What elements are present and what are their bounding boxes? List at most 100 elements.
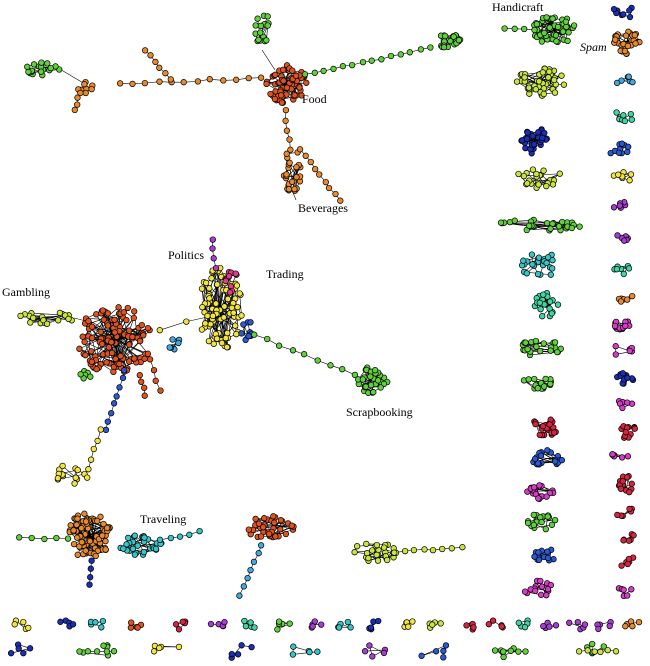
graph-node xyxy=(89,86,95,92)
graph-node xyxy=(268,91,274,97)
graph-node xyxy=(537,300,543,306)
graph-node xyxy=(524,181,530,187)
graph-node xyxy=(405,624,411,630)
graph-node xyxy=(310,624,316,630)
graph-node xyxy=(548,272,554,278)
graph-node xyxy=(625,561,631,567)
graph-node xyxy=(559,457,565,463)
graph-node xyxy=(258,75,264,81)
graph-node xyxy=(8,650,14,656)
graph-node xyxy=(542,30,548,36)
graph-node xyxy=(523,145,529,151)
graph-node xyxy=(83,352,89,358)
graph-node xyxy=(297,85,303,91)
graph-node xyxy=(553,33,559,39)
graph-node xyxy=(203,321,209,327)
graph-node xyxy=(410,619,416,625)
graph-node xyxy=(620,405,626,411)
graph-node xyxy=(235,652,241,658)
graph-node xyxy=(258,23,264,29)
graph-node xyxy=(151,649,157,655)
graph-node xyxy=(83,519,89,525)
graph-node xyxy=(12,622,18,628)
graph-node xyxy=(219,340,225,346)
graph-node xyxy=(57,310,63,316)
graph-node xyxy=(213,265,219,271)
graph-node xyxy=(555,349,561,355)
graph-node xyxy=(98,329,104,335)
graph-node xyxy=(626,74,632,80)
graph-node xyxy=(541,384,547,390)
graph-node xyxy=(537,483,543,489)
graph-node xyxy=(74,522,80,528)
graph-node xyxy=(148,53,154,59)
graph-node xyxy=(82,81,88,87)
graph-node xyxy=(225,330,231,336)
graph-node xyxy=(157,327,163,333)
graph-node xyxy=(621,271,627,277)
graph-node xyxy=(94,366,100,372)
graph-node xyxy=(625,375,631,381)
graph-node xyxy=(516,620,522,626)
graph-node xyxy=(621,113,627,119)
graph-node xyxy=(492,648,498,654)
graph-node xyxy=(234,331,240,337)
graph-node xyxy=(438,621,444,627)
graph-node xyxy=(176,644,182,650)
graph-node xyxy=(545,514,551,520)
graph-node xyxy=(533,421,539,427)
graph-node xyxy=(610,451,616,457)
graph-node xyxy=(138,379,144,385)
label-politics: Politics xyxy=(168,248,204,263)
graph-node xyxy=(460,544,466,550)
graph-node xyxy=(537,432,543,438)
graph-node xyxy=(287,137,293,143)
graph-node xyxy=(530,133,536,139)
graph-node xyxy=(168,535,174,541)
graph-node xyxy=(297,147,303,153)
graph-node xyxy=(294,174,300,180)
graph-node xyxy=(74,535,80,541)
graph-node xyxy=(114,394,120,400)
graph-node xyxy=(407,50,413,56)
graph-node xyxy=(58,619,64,625)
graph-node xyxy=(261,515,267,521)
graph-node xyxy=(627,348,633,354)
graph-node xyxy=(225,296,231,302)
graph-node xyxy=(545,254,551,260)
graph-node xyxy=(55,318,61,324)
graph-node xyxy=(540,292,546,298)
graph-node xyxy=(105,311,111,317)
graph-node xyxy=(70,622,76,628)
graph-node xyxy=(224,344,230,350)
graph-node xyxy=(333,191,339,197)
graph-node xyxy=(180,619,186,625)
graph-node xyxy=(163,70,169,76)
graph-node xyxy=(130,334,136,340)
graph-node xyxy=(86,466,92,472)
graph-node xyxy=(60,463,66,469)
graph-node xyxy=(621,587,627,593)
graph-node xyxy=(614,266,620,272)
graph-node xyxy=(541,623,547,629)
graph-node xyxy=(137,372,143,378)
graph-node xyxy=(331,66,337,72)
graph-node xyxy=(75,95,81,101)
graph-node xyxy=(130,546,136,552)
graph-node xyxy=(157,645,163,651)
graph-node xyxy=(214,336,220,342)
graph-node xyxy=(248,620,254,626)
graph-node xyxy=(74,102,80,108)
graph-node xyxy=(105,323,111,329)
graph-node xyxy=(279,100,285,106)
graph-node xyxy=(145,351,151,357)
graph-node xyxy=(622,48,628,54)
graph-node xyxy=(542,130,548,136)
graph-node xyxy=(87,538,93,544)
graph-node xyxy=(132,533,138,539)
graph-node xyxy=(625,144,631,150)
graph-node xyxy=(540,423,546,429)
graph-node xyxy=(501,654,507,660)
graph-node xyxy=(571,23,577,29)
graph-node xyxy=(441,655,447,661)
